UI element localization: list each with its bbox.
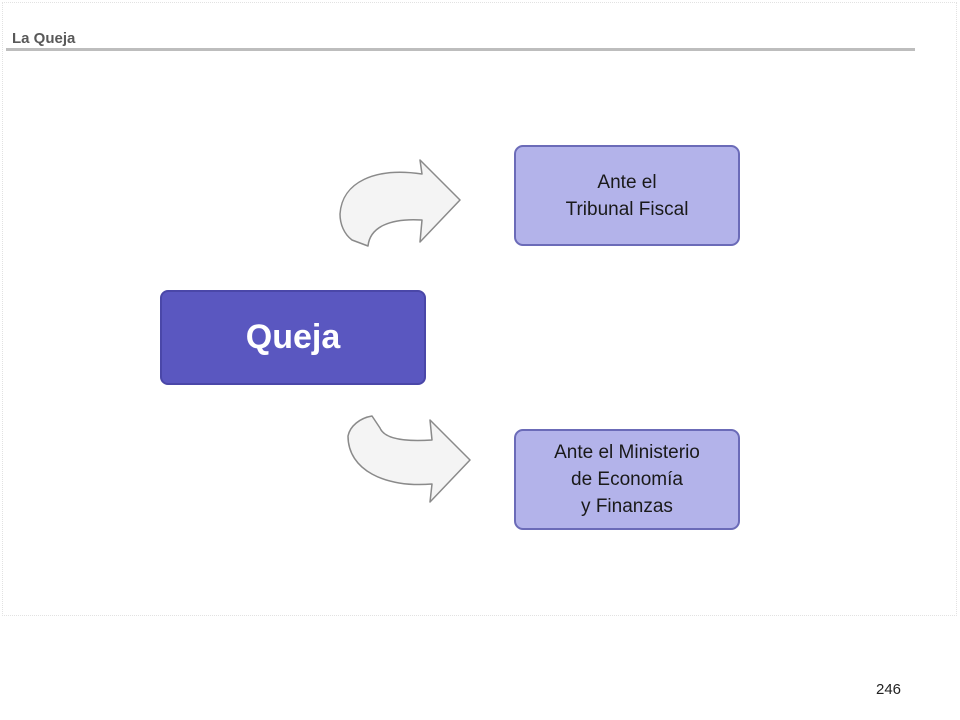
curved-arrow-up-right-icon xyxy=(339,159,461,247)
queja-box: Queja xyxy=(160,290,426,385)
ministerio-line-3: y Finanzas xyxy=(581,496,673,517)
slide-title: La Queja xyxy=(12,30,76,47)
slide-frame xyxy=(2,2,957,616)
tribunal-fiscal-line-1: Ante el xyxy=(597,171,657,193)
tribunal-fiscal-line-2: Tribunal Fiscal xyxy=(565,198,689,220)
ministerio-economia-box: Ante el Ministerio de Economía y Finanza… xyxy=(514,429,740,530)
page-number: 246 xyxy=(876,681,902,698)
ministerio-line-1: Ante el Ministerio xyxy=(554,442,700,463)
curved-arrow-down-right-icon xyxy=(347,415,471,503)
queja-label: Queja xyxy=(245,318,341,356)
ministerio-line-2: de Economía xyxy=(571,469,683,490)
tribunal-fiscal-box: Ante el Tribunal Fiscal xyxy=(514,145,740,246)
title-divider xyxy=(6,48,915,51)
